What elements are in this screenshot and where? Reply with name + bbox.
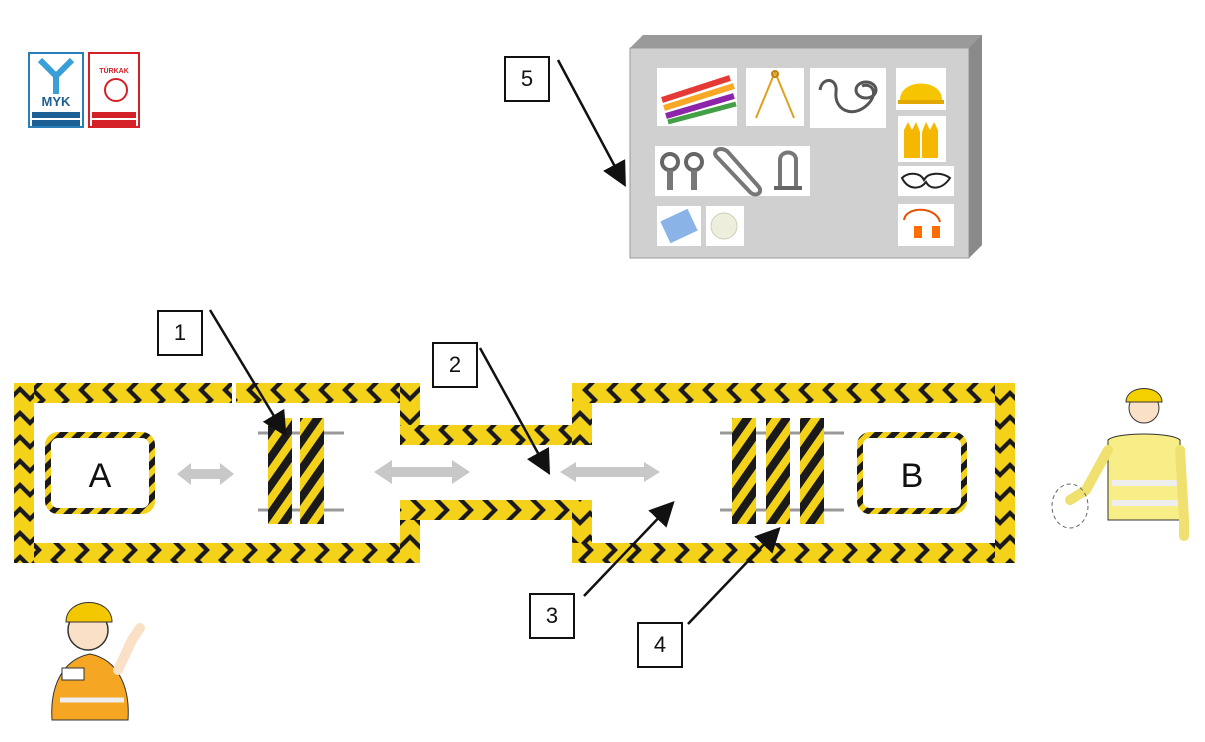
zone-a bbox=[45, 432, 155, 514]
zone-b-label: B bbox=[901, 457, 924, 495]
carabiner-icon bbox=[713, 147, 763, 197]
signal-person-left bbox=[51, 602, 145, 721]
turkak-logo-text: TÜRKAK bbox=[99, 68, 129, 75]
double-arrow-icon bbox=[374, 460, 470, 484]
callout-5: 5 bbox=[504, 56, 550, 102]
double-arrow-icon bbox=[177, 463, 234, 485]
double-arrow-icon bbox=[560, 462, 660, 482]
myk-logo-text: MYK bbox=[41, 94, 71, 109]
shackle-icon bbox=[774, 150, 802, 190]
safety-glasses-icon bbox=[898, 166, 954, 196]
turkak-ring-icon bbox=[104, 78, 128, 102]
callout-leaders bbox=[208, 59, 781, 625]
zone-b bbox=[857, 432, 967, 514]
signal-person-right bbox=[1051, 388, 1189, 541]
equipment-board bbox=[629, 35, 982, 259]
myk-mark-icon bbox=[37, 58, 75, 94]
myk-logo: MYK bbox=[28, 52, 84, 128]
wire-rope-icon bbox=[810, 68, 886, 128]
barrier-gate-right bbox=[720, 418, 844, 524]
barrier-gate-left bbox=[258, 418, 344, 524]
slings-icon bbox=[657, 68, 737, 126]
movement-arrows bbox=[177, 460, 660, 485]
tag-icon bbox=[657, 206, 701, 246]
turkak-logo: TÜRKAK bbox=[88, 52, 140, 128]
callout-3: 3 bbox=[529, 593, 575, 639]
callout-4: 4 bbox=[637, 622, 683, 668]
barrier-perimeter bbox=[14, 383, 1015, 563]
hard-hat-icon bbox=[896, 68, 946, 110]
ear-plugs-icon bbox=[898, 204, 954, 246]
callout-2: 2 bbox=[432, 342, 478, 388]
gloves-icon bbox=[898, 116, 946, 162]
callout-1: 1 bbox=[157, 310, 203, 356]
zone-a-label: A bbox=[89, 457, 112, 495]
chain-sling-icon bbox=[746, 68, 804, 126]
ball-icon bbox=[706, 206, 744, 246]
